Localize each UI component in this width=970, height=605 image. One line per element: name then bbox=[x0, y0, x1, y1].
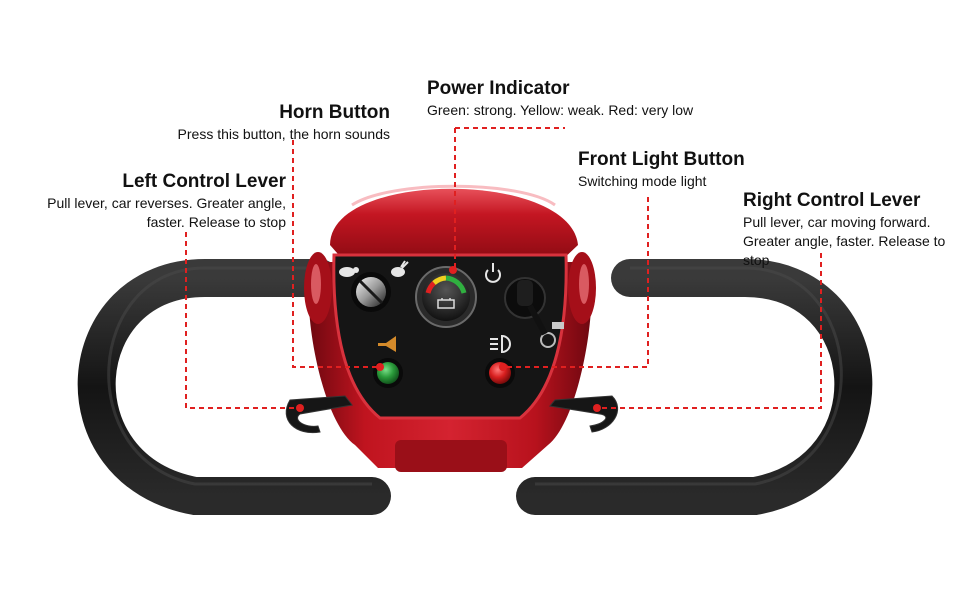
horn-icon bbox=[378, 336, 396, 352]
power-icon bbox=[485, 263, 501, 283]
dot-horn bbox=[376, 363, 384, 371]
callout-desc: Pull lever, car reverses. Greater angle,… bbox=[47, 195, 286, 230]
key-switch[interactable] bbox=[504, 277, 546, 319]
battery-gauge-icon bbox=[415, 266, 477, 328]
turtle-icon bbox=[339, 267, 359, 277]
speed-knob[interactable] bbox=[351, 272, 391, 312]
callout-desc: Switching mode light bbox=[578, 173, 707, 189]
callout-title: Front Light Button bbox=[578, 149, 745, 170]
leader-front-light bbox=[503, 197, 649, 368]
callout-title: Left Control Lever bbox=[122, 171, 286, 192]
leader-left-lever bbox=[185, 232, 300, 409]
leader-lines bbox=[185, 127, 822, 409]
handlebar-grip[interactable] bbox=[77, 259, 873, 515]
leader-dots bbox=[296, 266, 601, 412]
callout-right-control-lever: Right Control Lever Pull lever, car movi… bbox=[743, 190, 968, 270]
dot-power bbox=[449, 266, 457, 274]
dot-right-lever bbox=[593, 404, 601, 412]
right-control-lever[interactable] bbox=[549, 395, 618, 433]
leader-right-lever bbox=[597, 253, 822, 409]
headlight-icon bbox=[490, 334, 511, 354]
front-light-button[interactable] bbox=[485, 358, 515, 388]
leader-horn bbox=[292, 140, 380, 368]
horn-button[interactable] bbox=[373, 358, 403, 388]
callout-title: Right Control Lever bbox=[743, 190, 921, 211]
leader-power bbox=[453, 128, 456, 271]
rabbit-icon bbox=[391, 260, 409, 277]
callout-front-light-button: Front Light Button Switching mode light bbox=[578, 149, 818, 191]
control-housing bbox=[304, 184, 596, 472]
callout-title: Horn Button bbox=[279, 102, 390, 123]
callout-desc: Green: strong. Yellow: weak. Red: very l… bbox=[427, 102, 694, 118]
key-icon bbox=[527, 304, 564, 348]
callout-desc: Pull lever, car moving forward. Greater … bbox=[743, 214, 946, 268]
callout-desc: Press this button, the horn sounds bbox=[177, 126, 390, 142]
dot-front-light bbox=[499, 363, 507, 371]
callout-left-control-lever: Left Control Lever Pull lever, car rever… bbox=[10, 171, 286, 232]
callout-title: Power Indicator bbox=[427, 78, 570, 99]
callout-horn-button: Horn Button Press this button, the horn … bbox=[120, 102, 390, 144]
dot-left-lever bbox=[296, 404, 304, 412]
callout-power-indicator: Power Indicator Green: strong. Yellow: w… bbox=[427, 78, 747, 120]
